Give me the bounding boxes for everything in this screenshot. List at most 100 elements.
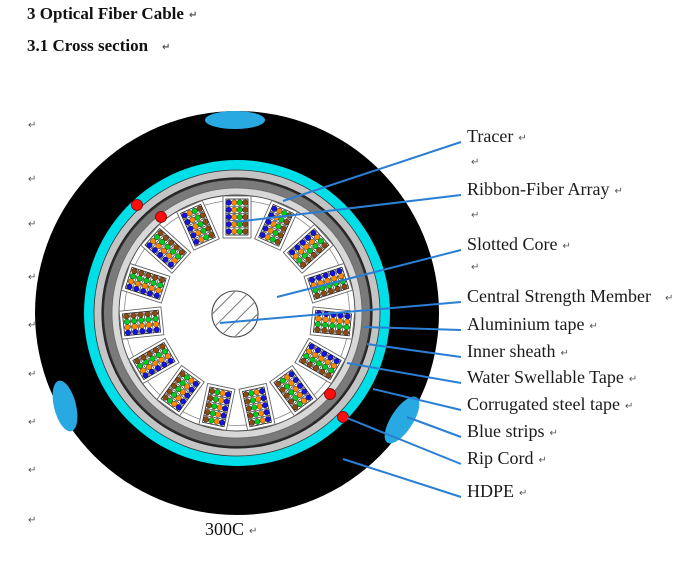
ribbon-fiber-unit xyxy=(222,195,252,239)
central-strength-member xyxy=(211,290,259,338)
fiber-dot xyxy=(242,199,249,206)
ribbon-fiber-unit xyxy=(309,306,356,340)
fiber-dot xyxy=(236,228,243,235)
paragraph-mark: ↵ xyxy=(562,241,571,252)
blue-strip-ellipse xyxy=(384,396,420,444)
fiber-dot xyxy=(274,238,281,245)
paragraph-mark: ↵ xyxy=(628,374,638,385)
fiber-dot xyxy=(247,412,254,419)
ribbon-fiber-unit xyxy=(238,382,276,431)
leader-line xyxy=(346,362,462,384)
fiber-dot xyxy=(283,219,290,226)
fiber-dot xyxy=(166,388,173,395)
fiber-dot xyxy=(242,214,249,220)
fiber-dot xyxy=(159,343,166,350)
fiber-dot xyxy=(202,416,209,423)
paragraph-mark: ↵ xyxy=(589,321,598,332)
paragraph-mark: ↵ xyxy=(249,526,258,537)
fiber-dot xyxy=(236,214,243,220)
leader-line xyxy=(234,194,462,223)
fiber-dot xyxy=(275,380,282,387)
fiber-dot xyxy=(245,405,252,412)
fiber-dot xyxy=(134,358,141,365)
fiber-dot xyxy=(225,206,232,213)
diagram-label-text: Corrugated steel tape xyxy=(467,394,620,414)
layer-boundary xyxy=(111,187,363,439)
ribbon-fiber-unit xyxy=(176,199,220,251)
fiber-dot xyxy=(328,328,335,335)
fiber-dot xyxy=(312,365,319,372)
fiber-dot xyxy=(300,261,307,268)
paragraph-mark: ↵ xyxy=(28,120,37,131)
fiber-dot xyxy=(157,230,164,237)
paragraph-mark: ↵ xyxy=(624,401,634,412)
diagram-label-text: HDPE xyxy=(467,481,515,501)
fiber-dot xyxy=(208,232,215,239)
fiber-dot xyxy=(146,350,153,357)
fiber-dot xyxy=(207,395,214,402)
diagram-label-text: Water Swellable Tape xyxy=(467,367,624,387)
paragraph-mark: ↵ xyxy=(471,262,480,273)
figure-caption: 300C ↵ xyxy=(205,519,257,540)
leader-line xyxy=(366,343,462,358)
diagram-label: Blue strips↵ xyxy=(467,420,558,445)
fiber-dot xyxy=(277,232,284,239)
fiber-dot xyxy=(137,311,144,318)
diagram-label: Tracer↵ xyxy=(467,125,527,150)
diagram-label: Water Swellable Tape ↵ xyxy=(467,366,637,391)
fiber-dot xyxy=(319,368,326,375)
diagram-label-text: Rip Cord xyxy=(467,448,534,468)
fiber-dot xyxy=(310,251,317,258)
paragraph-mark: ↵ xyxy=(560,348,569,359)
diagram-label: Ribbon-Fiber Array↵ xyxy=(467,178,623,203)
fiber-dot xyxy=(153,347,160,354)
fiber-dot xyxy=(140,354,147,361)
fiber-dot xyxy=(283,392,290,399)
fiber-dot xyxy=(314,326,321,333)
ribbon-fiber-unit xyxy=(269,364,318,417)
fiber-dot xyxy=(231,228,238,235)
leader-line xyxy=(406,416,462,438)
hatch-line xyxy=(221,300,258,337)
paragraph-mark: ↵ xyxy=(549,428,558,439)
leader-line xyxy=(276,249,462,298)
ribbon-fiber-unit xyxy=(128,337,180,385)
fiber-dot xyxy=(244,398,251,405)
paragraph-mark: ↵ xyxy=(28,174,37,185)
fiber-dot xyxy=(335,328,342,335)
diagram-label-text: Inner sheath xyxy=(467,341,556,361)
blue-strip-ellipse xyxy=(52,380,78,432)
ribbon-fiber-unit xyxy=(118,306,165,340)
fiber-dot xyxy=(231,206,238,213)
fiber-dot xyxy=(138,270,145,277)
fiber-dot xyxy=(305,256,312,263)
section-heading: 3 Optical Fiber Cable↵ xyxy=(27,4,197,24)
fiber-dot xyxy=(205,402,212,409)
fiber-dot xyxy=(300,357,307,364)
fiber-dot xyxy=(292,404,299,411)
fiber-dot xyxy=(199,212,206,219)
leader-line xyxy=(346,417,462,465)
paragraph-mark: ↵ xyxy=(614,186,623,197)
fiber-dot xyxy=(321,327,328,334)
diagram-label-text: Slotted Core xyxy=(467,234,558,254)
diagram-label-text: Aluminium tape xyxy=(467,314,585,334)
fiber-dot xyxy=(321,242,328,249)
ribbon-fiber-unit xyxy=(156,364,205,417)
leader-line xyxy=(372,388,462,411)
paragraph-mark: ↵ xyxy=(28,417,37,428)
figure-caption-text: 300C xyxy=(205,519,245,539)
section-heading-text: 3 Optical Fiber Cable xyxy=(27,4,184,23)
paragraph-mark: ↵ xyxy=(28,515,37,526)
fiber-dot xyxy=(242,206,249,213)
subsection-heading-text: 3.1 Cross section xyxy=(27,36,149,55)
fiber-dot xyxy=(162,234,169,241)
subsection-heading: 3.1 Cross section↵ xyxy=(27,36,170,56)
ribbon-fiber-unit xyxy=(294,337,346,385)
diagram-label: HDPE↵ xyxy=(467,480,527,505)
diagram-label: Corrugated steel tape ↵ xyxy=(467,393,633,418)
rip-cord-dot xyxy=(337,411,349,423)
fiber-dot xyxy=(202,218,209,225)
paragraph-mark: ↵ xyxy=(28,465,37,476)
